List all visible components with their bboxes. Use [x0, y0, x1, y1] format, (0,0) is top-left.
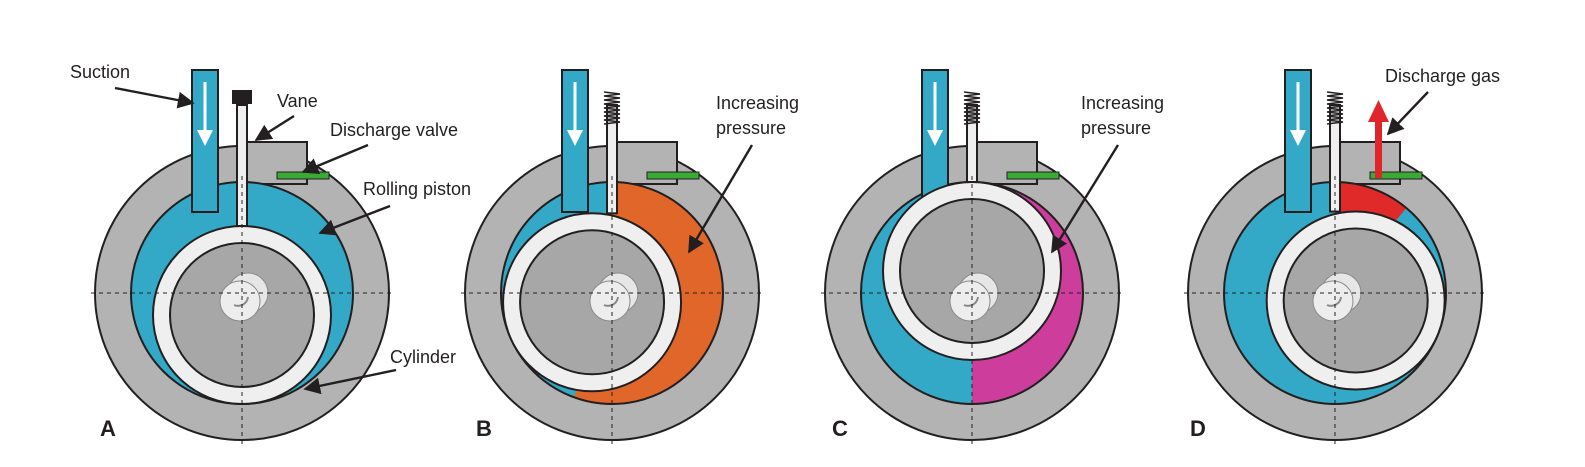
rotation-icon [963, 296, 979, 307]
arrow-increasing-pressure-c [1050, 144, 1120, 254]
suction-flow-arrowhead [197, 130, 213, 146]
label-increasing-pressure-b-line2: pressure [716, 118, 786, 138]
arrow-increasing-pressure-b [687, 144, 754, 254]
panel-letter-c: C [832, 416, 848, 441]
discharge-valve [1006, 171, 1060, 180]
vane-spring [963, 91, 981, 125]
label-discharge-gas: Discharge gas [1385, 66, 1500, 86]
panel-letter-b: B [476, 416, 492, 441]
label-rolling-piston: Rolling piston [363, 179, 471, 199]
discharge-valve [276, 171, 330, 180]
suction-flow-arrowhead [927, 130, 943, 146]
arrow-discharge-gas [1386, 91, 1429, 136]
arrow-vane [254, 114, 295, 142]
label-cylinder: Cylinder [390, 347, 456, 367]
vane-spring [603, 91, 621, 125]
rotation-icon [1326, 296, 1342, 307]
panel-a [91, 69, 393, 444]
label-vane: Vane [277, 91, 318, 111]
piston-inner [899, 198, 1045, 344]
label-increasing-pressure-b-line1: Increasing [716, 93, 799, 113]
discharge-valve [1369, 171, 1423, 180]
rotation-icon [603, 296, 619, 307]
rotation-icon [233, 296, 249, 307]
label-discharge-valve: Discharge valve [330, 120, 458, 140]
arrow-suction [114, 86, 195, 109]
panel-b [461, 69, 763, 444]
suction-flow-arrowhead [567, 130, 583, 146]
panel-c [821, 69, 1123, 444]
shaft-cam [589, 280, 631, 322]
suction-flow-arrowhead [1290, 130, 1306, 146]
shaft-cam [1312, 280, 1354, 322]
vane [236, 104, 248, 227]
panel-d [1184, 69, 1486, 444]
arrow-cylinder [303, 368, 397, 395]
label-increasing-pressure-c-line1: Increasing [1081, 93, 1164, 113]
discharge-gas-stem [1375, 118, 1382, 178]
vane-cap [232, 90, 252, 104]
shaft-cam [219, 280, 261, 322]
label-suction: Suction [70, 62, 130, 82]
shaft-cam [949, 280, 991, 322]
panel-letter-a: A [100, 416, 116, 441]
label-increasing-pressure-c-line2: pressure [1081, 118, 1151, 138]
arrow-rolling-piston [318, 204, 391, 236]
panel-letter-d: D [1190, 416, 1206, 441]
discharge-gas-arrowhead [1368, 100, 1389, 122]
discharge-valve [646, 171, 700, 180]
arrow-discharge-valve [301, 143, 369, 174]
vane-spring [1326, 91, 1344, 125]
